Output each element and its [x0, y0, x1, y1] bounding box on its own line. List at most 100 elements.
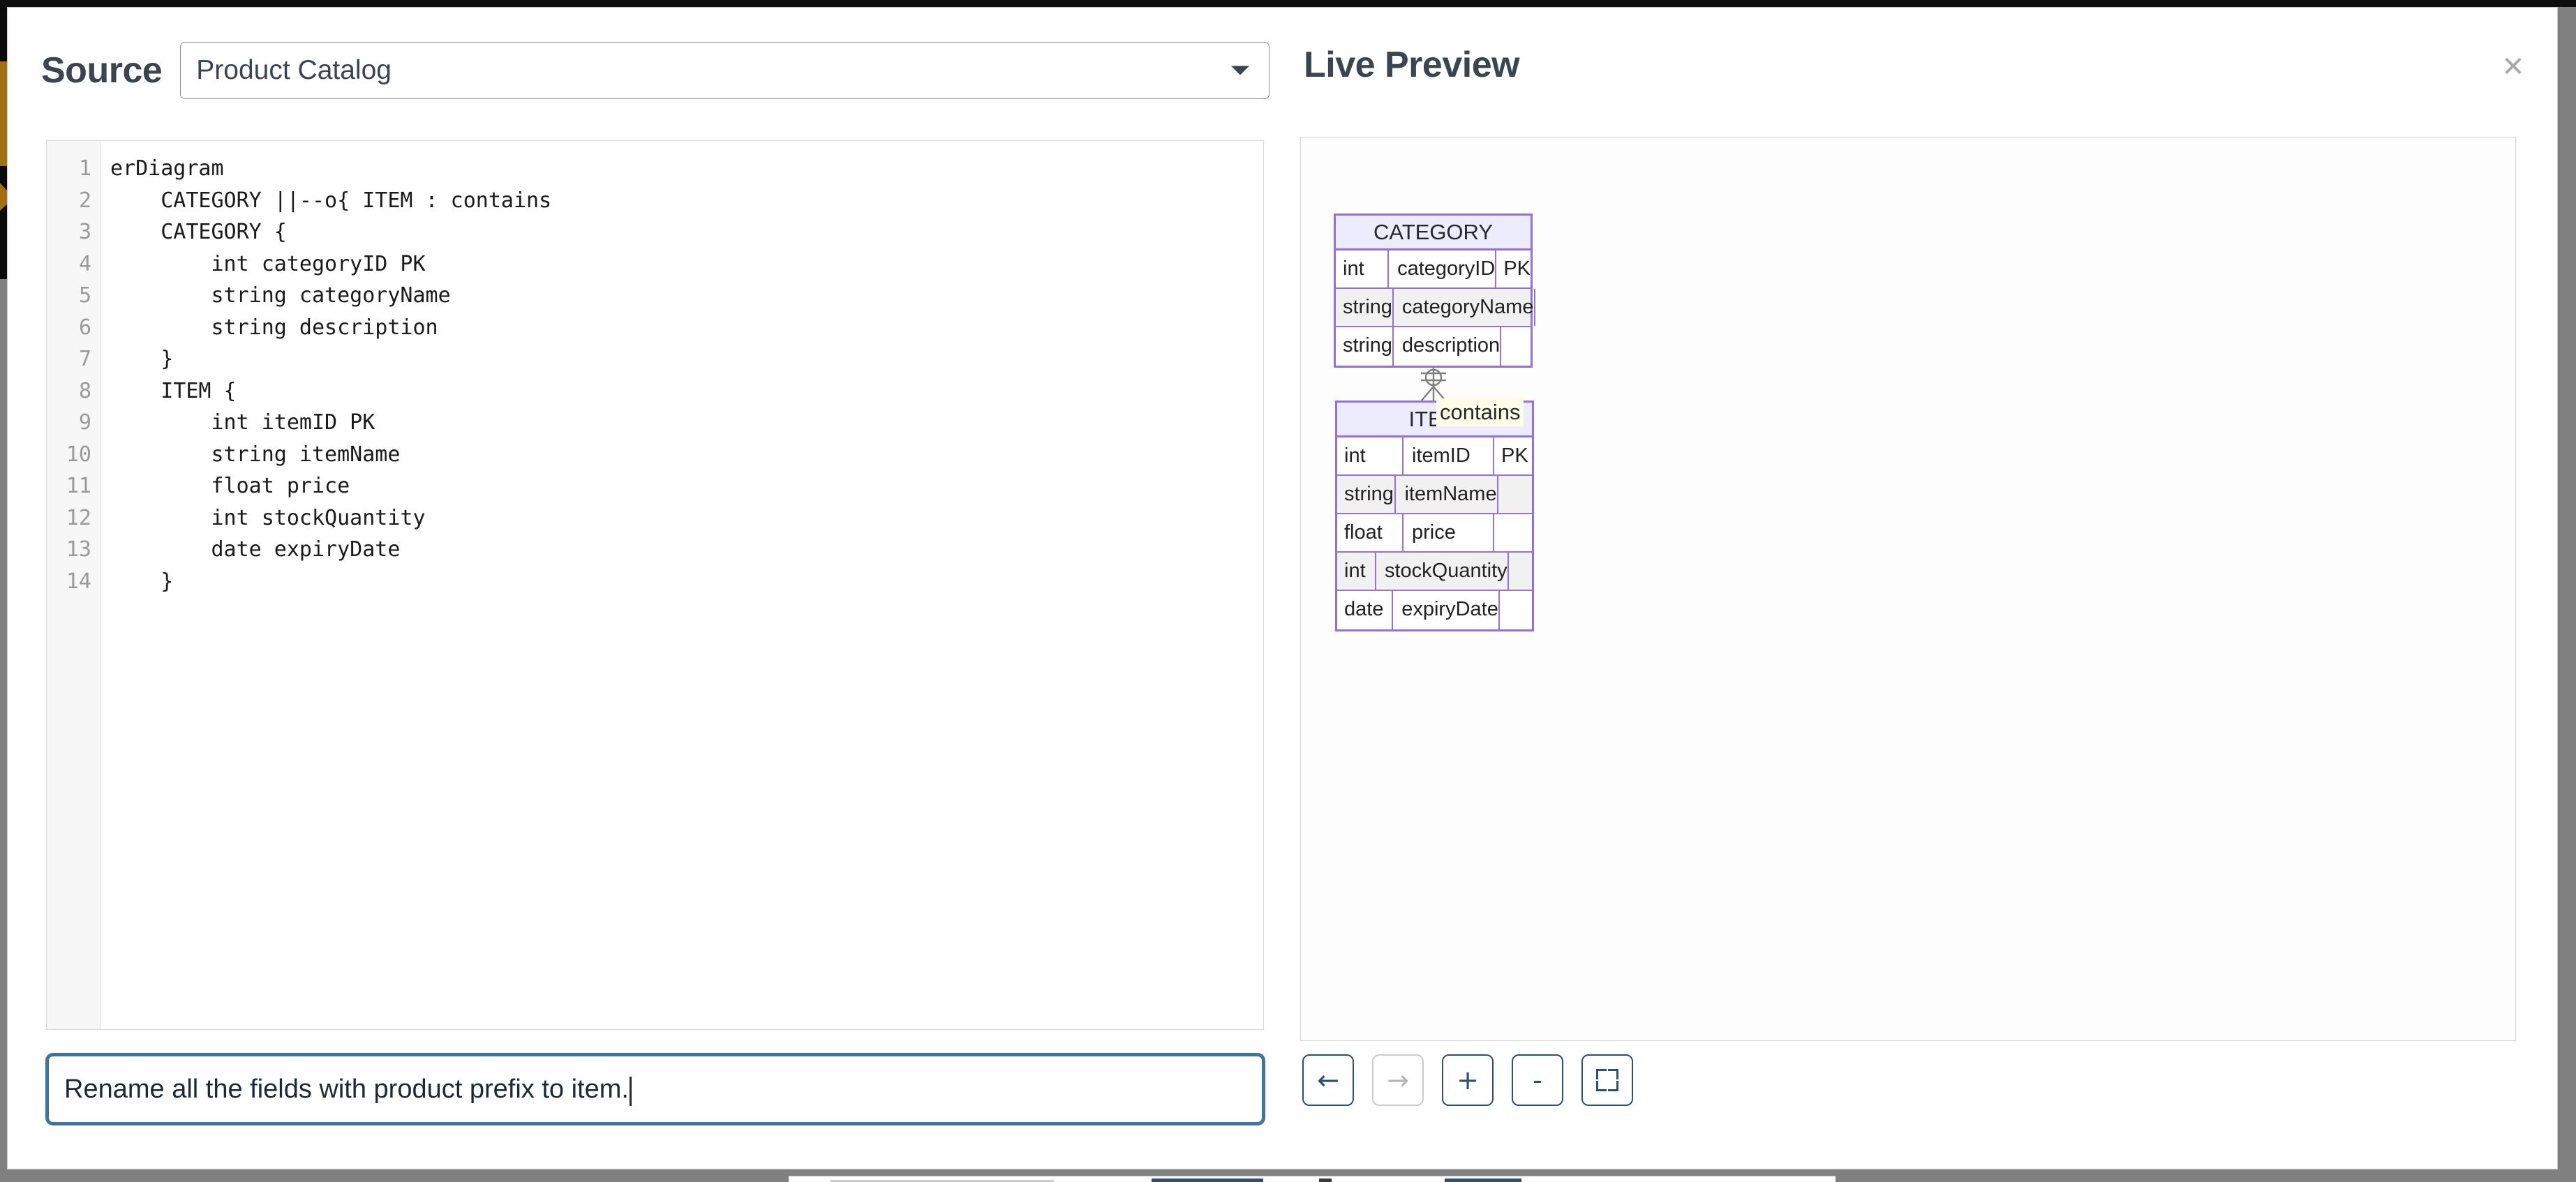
line-number: 14	[66, 569, 91, 594]
er-attribute-key	[1494, 514, 1532, 551]
line-number: 1	[78, 156, 91, 181]
line-number: 6	[78, 315, 91, 340]
background-divider	[831, 1180, 1054, 1182]
er-attribute-name: categoryID	[1389, 250, 1497, 287]
er-attribute-key	[1509, 553, 1532, 590]
code-line: float price	[110, 474, 350, 498]
zoom-out-icon: -	[1533, 1065, 1542, 1095]
source-header: Source Product Catalog	[41, 41, 1270, 100]
er-entity-name: CATEGORY	[1336, 216, 1531, 250]
prompt-input-value: Rename all the fields with product prefi…	[64, 1074, 629, 1104]
background-text-fragment	[1445, 1179, 1521, 1182]
close-icon[interactable]: ✕	[2501, 51, 2525, 83]
er-relationship-label: contains	[1436, 398, 1524, 426]
line-number: 3	[78, 220, 91, 244]
background-page-sliver	[789, 1176, 1836, 1182]
fit-screen-icon	[1596, 1069, 1618, 1091]
diagram-select[interactable]: Product Catalog	[180, 42, 1270, 99]
line-number: 5	[78, 283, 91, 308]
preview-title: Live Preview	[1304, 45, 1520, 85]
er-attribute-name: description	[1394, 327, 1502, 366]
code-line: string categoryName	[110, 283, 451, 308]
er-attribute-type: int	[1337, 437, 1404, 474]
line-number: 9	[78, 410, 91, 435]
er-attribute-name: expiryDate	[1393, 591, 1500, 629]
er-attribute-name: stockQuantity	[1376, 553, 1509, 590]
line-number: 13	[66, 537, 91, 562]
fit-corner	[1608, 1081, 1618, 1091]
redo-button: →	[1372, 1054, 1424, 1106]
zoom-in-button[interactable]: +	[1442, 1054, 1494, 1106]
fit-corner	[1596, 1069, 1607, 1079]
er-attribute-type: string	[1336, 289, 1394, 326]
line-number: 2	[78, 188, 91, 213]
er-attribute-key	[1501, 327, 1531, 366]
undo-button[interactable]: ←	[1302, 1054, 1354, 1106]
er-attribute-type: date	[1337, 591, 1394, 629]
line-number: 12	[66, 505, 91, 530]
code-line: ITEM {	[110, 378, 237, 403]
diagram-select-value: Product Catalog	[196, 55, 392, 85]
er-attribute-type: float	[1337, 514, 1404, 551]
code-line: }	[110, 347, 174, 371]
er-attribute-key: PK	[1501, 444, 1528, 467]
code-line: date expiryDate	[110, 537, 401, 562]
line-number: 8	[78, 378, 91, 403]
zoom-in-icon: +	[1457, 1065, 1479, 1095]
code-line: CATEGORY {	[110, 220, 287, 244]
window-top-bar	[0, 0, 2576, 7]
background-text-fragment	[1319, 1179, 1332, 1182]
er-attribute-type: string	[1336, 327, 1394, 366]
fit-corner	[1596, 1081, 1607, 1091]
er-attribute-key	[1498, 476, 1532, 513]
code-line: erDiagram	[110, 156, 224, 181]
redo-icon: →	[1387, 1065, 1409, 1095]
er-attribute-name: itemName	[1396, 476, 1498, 513]
er-attribute-type: int	[1337, 553, 1376, 590]
fit-corner	[1608, 1069, 1618, 1079]
background-text-fragment	[1152, 1179, 1263, 1182]
code-line: int stockQuantity	[110, 505, 426, 530]
preview-toolbar: ← → + -	[1302, 1054, 1633, 1106]
undo-icon: ←	[1317, 1065, 1339, 1095]
er-attribute-name: categoryName	[1394, 289, 1535, 326]
er-attribute-key	[1500, 591, 1532, 629]
code-line: }	[110, 569, 174, 594]
page-title: Source	[41, 50, 163, 91]
er-attribute-type: int	[1336, 250, 1390, 287]
chevron-down-icon	[1231, 66, 1249, 75]
code-line: CATEGORY ||--o{ ITEM : contains	[110, 188, 552, 213]
relationship-lines	[1421, 364, 1446, 401]
er-attribute-type: string	[1337, 476, 1397, 513]
er-attribute-key	[1535, 289, 1542, 326]
code-line: string itemName	[110, 442, 401, 467]
zoom-out-button[interactable]: -	[1512, 1054, 1563, 1106]
code-line: int categoryID PK	[110, 251, 426, 276]
line-number: 11	[66, 474, 91, 498]
prompt-input[interactable]: Rename all the fields with product prefi…	[45, 1053, 1265, 1125]
code-line: int itemID PK	[110, 410, 375, 435]
code-content[interactable]: erDiagram CATEGORY ||--o{ ITEM : contain…	[100, 141, 1263, 1029]
code-line: string description	[110, 315, 438, 340]
er-attribute-key: PK	[1503, 257, 1531, 280]
er-attribute-name: itemID	[1404, 437, 1494, 474]
text-caret	[629, 1077, 632, 1106]
fit-screen-button[interactable]	[1581, 1054, 1633, 1106]
line-number: 10	[66, 442, 91, 467]
line-number: 7	[78, 347, 91, 371]
line-number: 4	[78, 251, 91, 276]
